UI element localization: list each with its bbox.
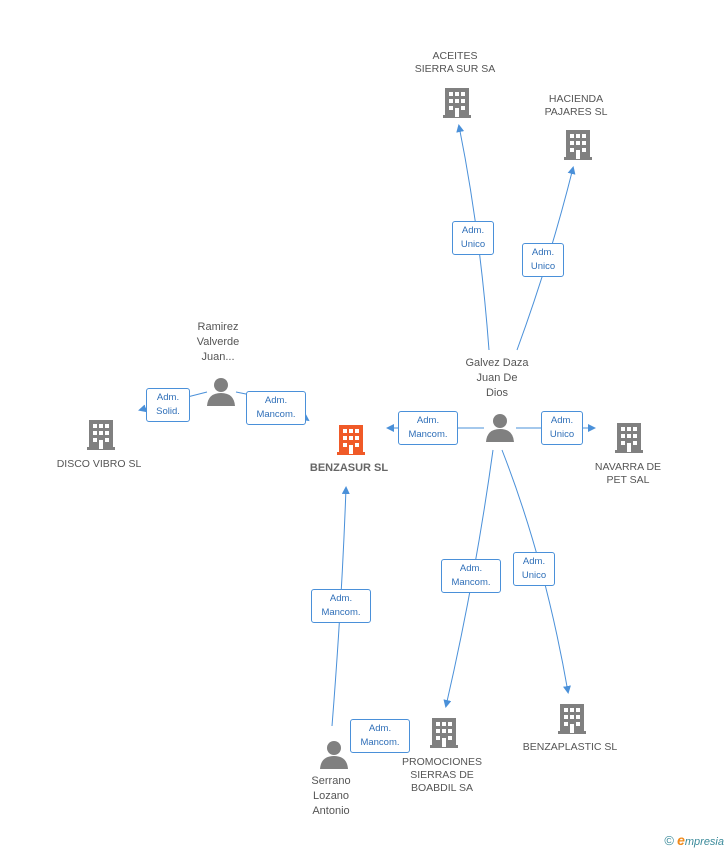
brand-name: mpresia [684,836,724,848]
person-icon [320,741,348,769]
building-icon [87,420,115,450]
company-label: NAVARRA DE PET SAL [594,461,662,486]
relation-label-galvez-navarra[interactable]: Adm. Unico [541,411,583,445]
person-label: Ramirez Valverde Juan... [196,321,240,363]
person-label: Serrano Lozano Antonio [311,775,351,817]
company-label-main: BENZASUR SL [309,462,389,474]
brand-initial: e [677,832,685,848]
building-icon [615,423,643,453]
company-label: PROMOCIONES SIERRAS DE BOABDIL SA [402,756,482,794]
building-icon [558,704,586,734]
building-icon [443,88,471,118]
person-label: Galvez Daza Juan De Dios [465,357,529,399]
copyright-symbol: © [664,833,675,848]
company-label: BENZAPLASTIC SL [522,741,618,753]
company-label: DISCO VIBRO SL [56,458,142,470]
company-label: ACEITES SIERRA SUR SA [414,50,496,75]
relation-label-galvez-promociones[interactable]: Adm. Mancom. [441,559,501,593]
relation-label-galvez-aceites[interactable]: Adm. Unico [452,221,494,255]
relation-label-ramirez-disco[interactable]: Adm. Solid. [146,388,190,422]
person-icon [207,378,235,406]
relation-label-galvez-benzasur[interactable]: Adm. Mancom. [398,411,458,445]
relation-label-galvez-benzaplastic[interactable]: Adm. Unico [513,552,555,586]
relation-label-serrano-benzasur[interactable]: Adm. Mancom. [311,589,371,623]
building-icon [430,718,458,748]
person-icon [486,414,514,442]
relation-label-galvez-hacienda[interactable]: Adm. Unico [522,243,564,277]
brand-footer: © empresia [664,832,724,848]
company-label: HACIENDA PAJARES SL [544,93,608,118]
relation-label-serrano-promociones[interactable]: Adm. Mancom. [350,719,410,753]
building-icon [337,425,365,455]
relation-label-ramirez-benzasur[interactable]: Adm. Mancom. [246,391,306,425]
building-icon [564,130,592,160]
